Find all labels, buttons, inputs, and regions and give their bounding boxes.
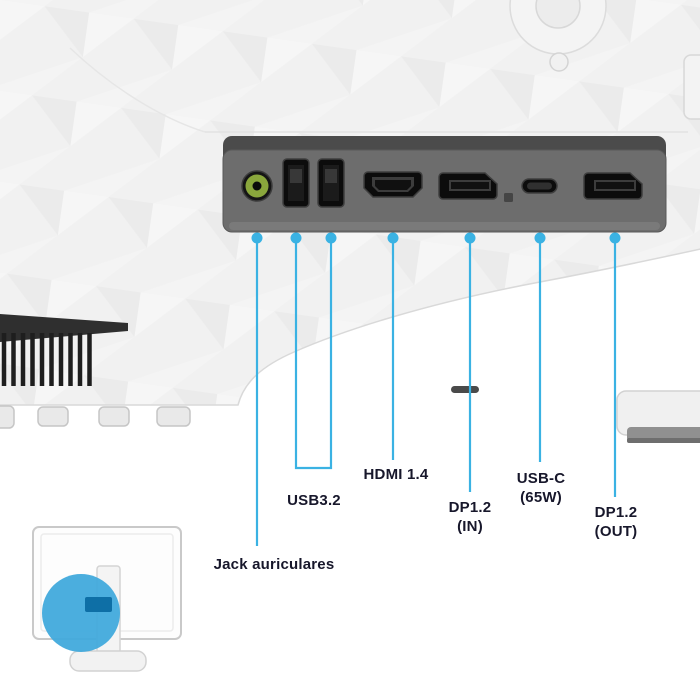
label-dp-out: DP1.2 (OUT): [594, 504, 638, 540]
label-usb: USB3.2: [287, 492, 341, 509]
label-usb-c: USB-C (65W): [516, 470, 566, 506]
leader-lines: [251, 232, 621, 546]
leader-usb-bracket: [294, 243, 333, 470]
monitor-thumbnail: [32, 526, 182, 672]
thumbnail-stand-base: [69, 650, 147, 672]
highlight-circle: [42, 574, 120, 652]
monitor-button: [37, 406, 69, 427]
vent-grille: [0, 314, 128, 386]
label-dp-in: DP1.2 (IN): [448, 499, 492, 535]
dot-usb-c: [534, 232, 546, 244]
monitor-button: [156, 406, 191, 427]
label-headphone-jack: Jack auriculares: [213, 556, 335, 573]
dot-headphone-jack: [251, 232, 263, 244]
dot-usb-2: [325, 232, 337, 244]
dot-dp-in: [464, 232, 476, 244]
hdmi-port: [363, 171, 423, 198]
dot-hdmi: [387, 232, 399, 244]
mounting-hole: [504, 193, 513, 202]
headphone-jack-port: [241, 170, 273, 202]
usb-c-port: [521, 178, 558, 194]
usb-a-port-1: [282, 158, 310, 208]
hinge-tab: [683, 54, 700, 120]
displayport-out-port: [583, 172, 643, 200]
monitor-button: [0, 405, 15, 429]
stand-base: [616, 390, 700, 443]
body-slot: [451, 386, 479, 393]
label-hdmi: HDMI 1.4: [363, 466, 429, 483]
dot-usb-1: [290, 232, 302, 244]
displayport-in-port: [438, 172, 498, 200]
control-buttons: [0, 405, 191, 429]
body-edge-line: [69, 47, 206, 133]
screw-boss: [509, 0, 607, 72]
highlight-port-strip: [85, 597, 112, 612]
dot-dp-out: [609, 232, 621, 244]
usb-a-port-2: [317, 158, 345, 208]
monitor-button: [98, 406, 130, 427]
port-panel: [222, 136, 667, 233]
